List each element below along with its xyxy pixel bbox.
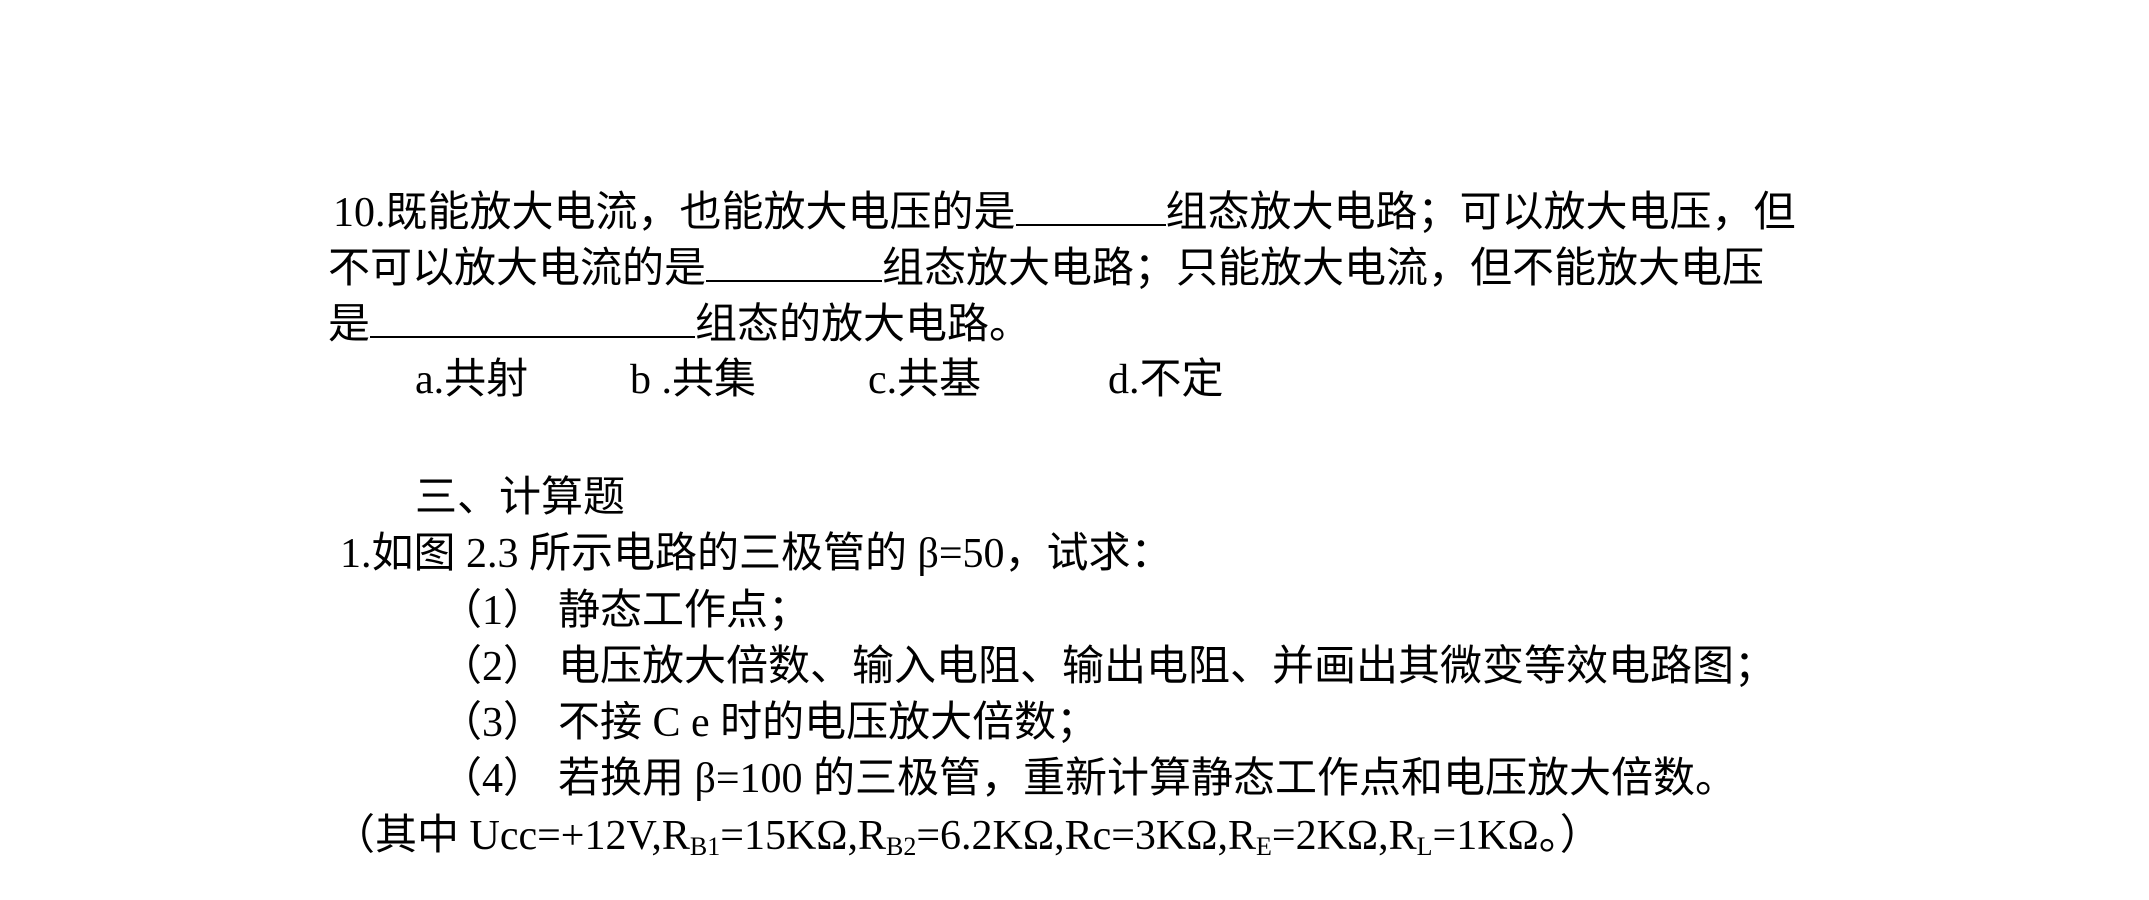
subquestion-text: 静态工作点； <box>558 588 811 634</box>
question10-text: 不可以放大电流的是 <box>328 246 707 292</box>
option-c: c.共基 <box>868 357 982 403</box>
subquestion-4: （4） 若换用 β=100 的三极管，重新计算静态工作点和电压放大倍数。 <box>440 751 1737 807</box>
subquestion-1: （1） 静态工作点； <box>440 583 810 639</box>
question10-text: 是 <box>328 302 371 348</box>
question10-text: 10.既能放大电流，也能放大电压的是 <box>333 190 1016 236</box>
param-text: =1KΩ。） <box>1432 813 1602 859</box>
param-text: =15KΩ,R <box>720 813 887 859</box>
question10-text: 组态放大电路；只能放大电流，但不能放大电压 <box>882 246 1765 292</box>
question10-text: 组态的放大电路。 <box>695 302 1032 348</box>
answer-blank-2[interactable] <box>706 240 883 282</box>
subquestion-number: （2） <box>440 644 546 690</box>
subquestion-3: （3） 不接 C e 时的电压放大倍数； <box>440 695 1098 751</box>
option-b: b .共集 <box>630 357 757 403</box>
subquestion-text: 若换用 β=100 的三极管，重新计算静态工作点和电压放大倍数。 <box>558 756 1738 802</box>
param-text: （其中 Ucc=+12V,R <box>333 813 690 859</box>
subscript-b1: B1 <box>689 832 721 861</box>
question10-line3: 是 组态的放大电路。 <box>328 296 1031 353</box>
subscript-l: L <box>1416 832 1433 861</box>
question10-options: a.共射 b .共集 c.共基 d.不定 <box>415 352 1224 408</box>
section-heading: 三、计算题 <box>415 475 626 521</box>
question10-line1: 10.既能放大电流，也能放大电压的是 组态放大电路；可以放大电压，但 <box>333 184 1796 241</box>
option-d: d.不定 <box>1108 357 1224 403</box>
param-text: =6.2KΩ,Rc=3KΩ,R <box>916 813 1256 859</box>
calc-question1-stem: 1.如图 2.3 所示电路的三极管的 β=50，试求： <box>340 531 1173 577</box>
question10-line2: 不可以放大电流的是 组态放大电路；只能放大电流，但不能放大电压 <box>328 240 1764 297</box>
answer-blank-1[interactable] <box>1015 184 1166 226</box>
circuit-parameters: （其中 Ucc=+12V,RB1=15KΩ,RB2=6.2KΩ,Rc=3KΩ,R… <box>333 808 1602 864</box>
subquestion-number: （3） <box>440 700 546 746</box>
subquestion-number: （1） <box>440 588 546 634</box>
subquestion-2: （2） 电压放大倍数、输入电阻、输出电阻、并画出其微变等效电路图； <box>440 639 1776 695</box>
subquestion-number: （4） <box>440 756 546 802</box>
param-text: =2KΩ,R <box>1271 813 1417 859</box>
option-a: a.共射 <box>415 357 529 403</box>
subscript-e: E <box>1256 832 1272 861</box>
answer-blank-3[interactable] <box>370 296 696 338</box>
question10-text: 组态放大电路；可以放大电压，但 <box>1165 190 1796 236</box>
subscript-b2: B2 <box>886 832 917 861</box>
subquestion-text: 不接 C e 时的电压放大倍数； <box>558 700 1099 746</box>
subquestion-text: 电压放大倍数、输入电阻、输出电阻、并画出其微变等效电路图； <box>558 644 1777 690</box>
